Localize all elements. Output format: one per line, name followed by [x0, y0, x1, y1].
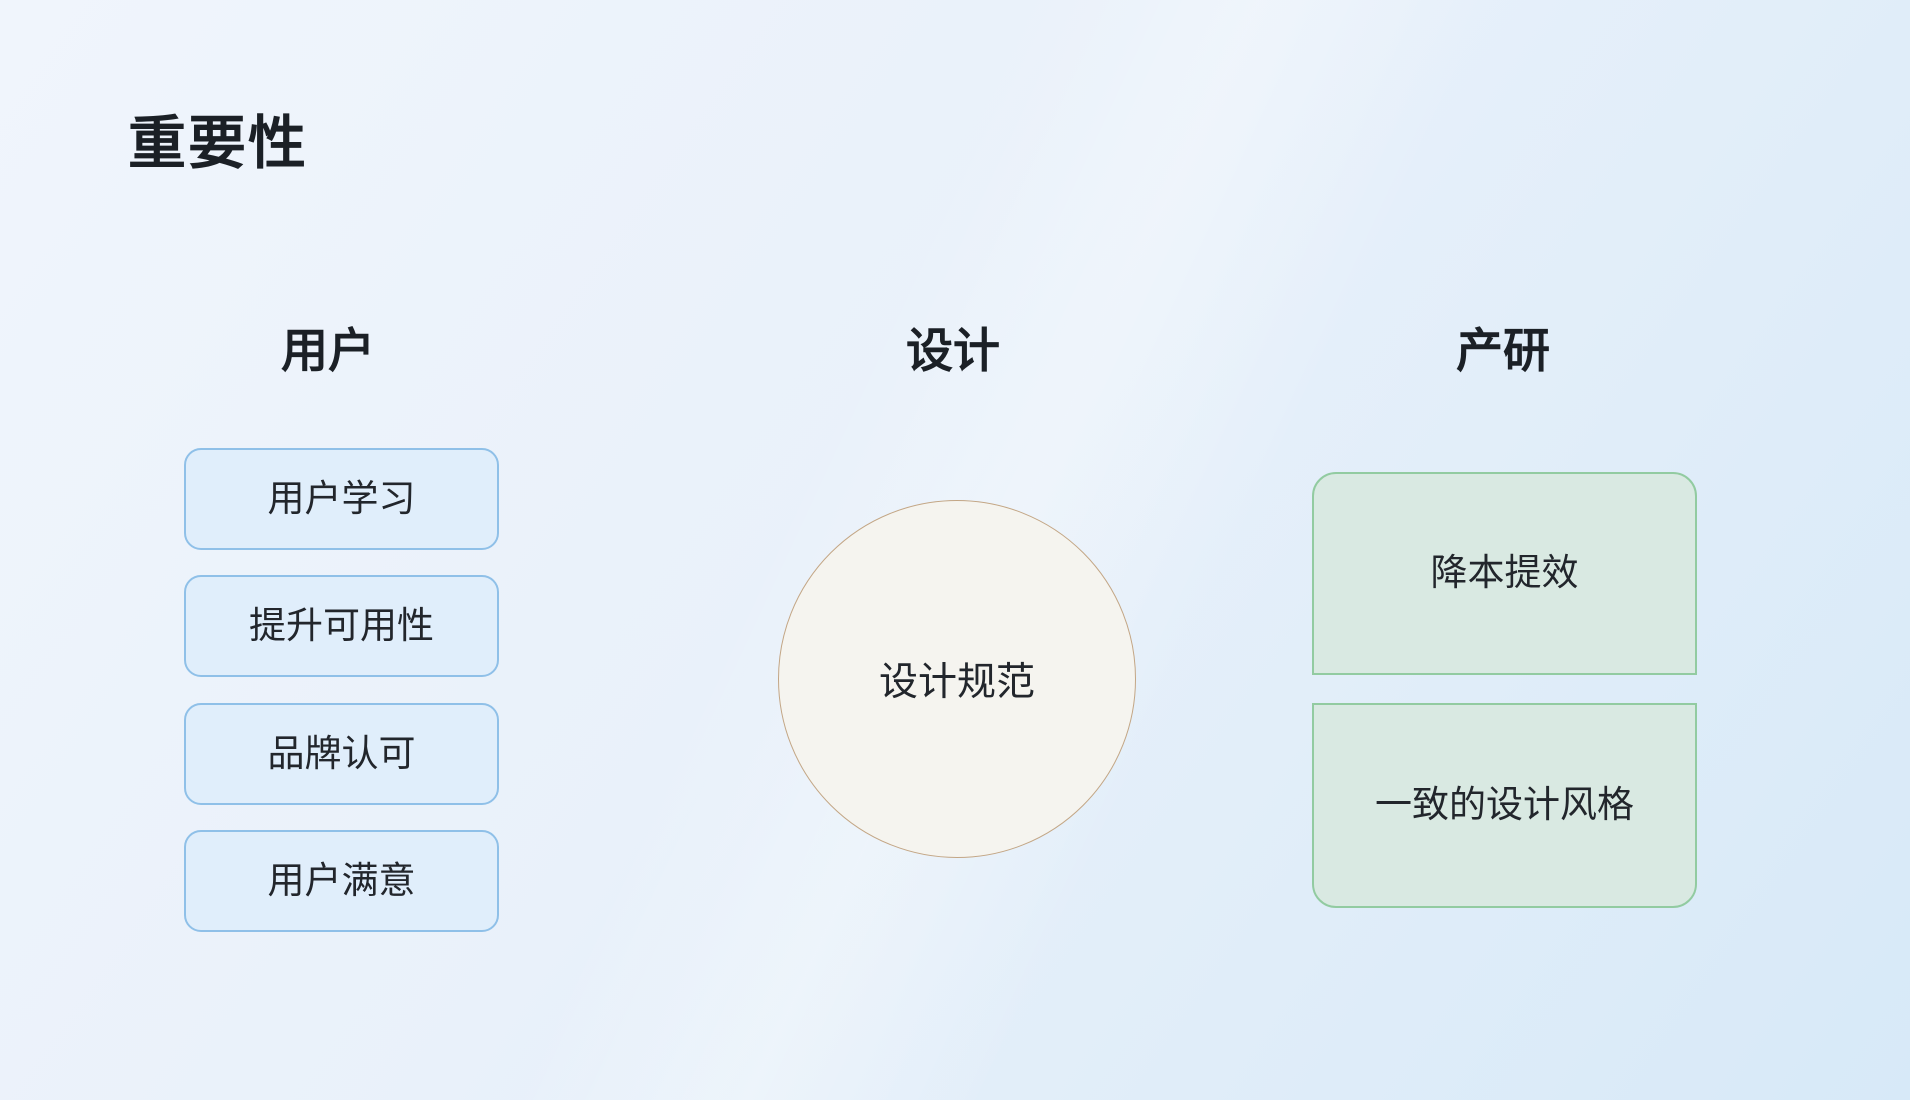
user-benefit-card-learning[interactable]: 用户学习	[184, 448, 499, 550]
product-benefit-card-consistency[interactable]: 一致的设计风格	[1312, 703, 1697, 908]
page-title: 重要性	[128, 111, 309, 176]
card-label: 用户学习	[267, 477, 416, 519]
user-benefit-card-satisfaction[interactable]: 用户满意	[184, 830, 499, 932]
user-benefit-card-brand[interactable]: 品牌认可	[184, 703, 499, 805]
card-label: 提升可用性	[249, 604, 434, 646]
card-label: 品牌认可	[267, 732, 416, 774]
column-header-product: 产研	[1456, 324, 1550, 377]
user-benefit-card-usability[interactable]: 提升可用性	[184, 575, 499, 677]
column-header-users: 用户	[281, 324, 375, 377]
design-spec-circle[interactable]: 设计规范	[778, 500, 1136, 858]
card-label: 降本提效	[1430, 552, 1579, 594]
product-benefit-card-efficiency[interactable]: 降本提效	[1312, 472, 1697, 675]
card-label: 一致的设计风格	[1375, 784, 1634, 826]
column-header-design: 设计	[906, 324, 1000, 377]
circle-label: 设计规范	[878, 661, 1035, 704]
card-label: 用户满意	[267, 859, 416, 901]
